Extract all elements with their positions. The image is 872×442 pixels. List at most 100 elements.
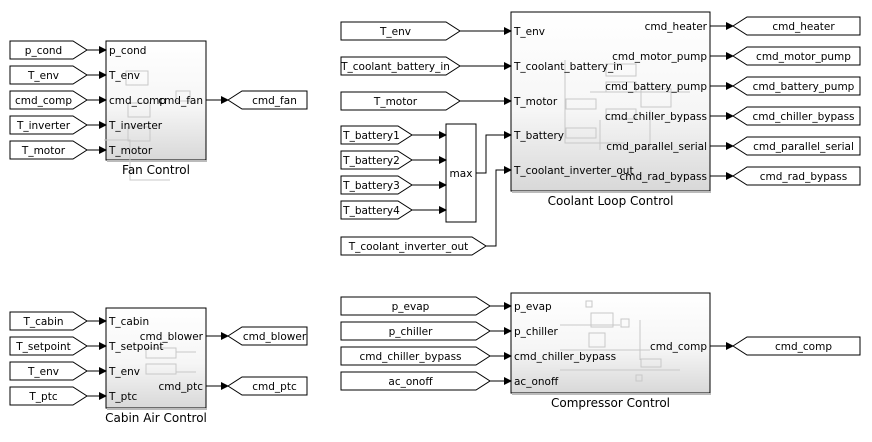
goto-tag-label: cmd_battery_pump xyxy=(753,81,855,93)
goto-tag-label: cmd_chiller_bypass xyxy=(752,111,854,123)
from-tag-label: p_cond xyxy=(25,45,62,57)
input-port-label: T_env xyxy=(513,26,545,38)
from-tag[interactable]: T_motor xyxy=(9,140,88,160)
goto-tag[interactable]: cmd_rad_bypass xyxy=(732,166,861,186)
input-port-label: T_coolant_battery_in xyxy=(513,61,623,73)
input-port-label: T_cabin xyxy=(108,316,149,328)
subsystem-block[interactable]: T_envT_coolant_battery_inT_motorT_batter… xyxy=(510,11,711,193)
from-tag[interactable]: p_chiller xyxy=(340,321,491,341)
goto-tag-label: cmd_comp xyxy=(775,341,832,353)
signal-line xyxy=(486,166,512,247)
goto-tag[interactable]: cmd_blower xyxy=(227,326,308,346)
input-port-label: T_motor xyxy=(513,96,558,108)
goto-tag-label: cmd_heater xyxy=(772,21,835,33)
block-name: Coolant Loop Control xyxy=(548,194,674,208)
from-tag[interactable]: cmd_comp xyxy=(9,90,88,110)
goto-tag-label: cmd_motor_pump xyxy=(756,51,851,63)
from-tag-label: ac_onoff xyxy=(388,376,433,388)
input-port-label: T_ptc xyxy=(108,391,137,403)
input-port-label: T_inverter xyxy=(108,120,163,132)
from-tag[interactable]: T_env xyxy=(340,21,461,41)
from-tag[interactable]: T_cabin xyxy=(9,311,88,331)
from-tag[interactable]: T_coolant_battery_in xyxy=(340,56,461,76)
input-port-label: p_evap xyxy=(514,301,552,313)
goto-tag[interactable]: cmd_parallel_serial xyxy=(732,136,861,156)
input-port-label: T_motor xyxy=(108,145,153,157)
from-tag-label: T_battery4 xyxy=(342,205,400,217)
from-tag[interactable]: T_battery3 xyxy=(340,175,413,195)
goto-tag[interactable]: cmd_fan xyxy=(227,90,308,110)
from-tag-label: cmd_comp xyxy=(15,95,72,107)
goto-tag[interactable]: cmd_heater xyxy=(732,16,861,36)
from-tag-label: T_motor xyxy=(21,145,66,157)
output-port-label: cmd_rad_bypass xyxy=(619,171,707,183)
from-tag-label: T_env xyxy=(27,70,59,82)
output-port-label: cmd_comp xyxy=(650,341,707,353)
output-port-label: cmd_fan xyxy=(158,95,203,107)
input-port-label: T_coolant_inverter_out xyxy=(513,165,634,177)
block-name: Cabin Air Control xyxy=(105,411,207,425)
subsystem-block[interactable]: p_evapp_chillercmd_chiller_bypassac_onof… xyxy=(510,292,711,395)
max-block[interactable]: max xyxy=(445,123,477,223)
goto-tag[interactable]: cmd_battery_pump xyxy=(732,76,861,96)
from-tag-label: p_evap xyxy=(392,301,430,313)
from-tag-label: T_env xyxy=(27,366,59,378)
output-port-label: cmd_ptc xyxy=(159,381,204,393)
input-port-label: ac_onoff xyxy=(514,376,559,388)
from-tag[interactable]: T_setpoint xyxy=(9,336,88,356)
from-tag-label: T_battery2 xyxy=(342,155,400,167)
goto-tag[interactable]: cmd_comp xyxy=(732,336,861,356)
from-tag-label: p_chiller xyxy=(389,326,434,338)
from-tag[interactable]: T_env xyxy=(9,65,88,85)
from-tag[interactable]: T_inverter xyxy=(9,115,88,135)
goto-tag-label: cmd_fan xyxy=(252,95,297,107)
subsystem-preview xyxy=(564,60,690,150)
from-tag[interactable]: T_env xyxy=(9,361,88,381)
input-port-label: T_battery xyxy=(513,130,564,142)
goto-tag[interactable]: cmd_ptc xyxy=(227,376,308,396)
from-tag-label: T_battery3 xyxy=(342,180,400,192)
input-port-label: cmd_comp xyxy=(109,95,166,107)
subsystem-preview xyxy=(104,70,191,181)
from-tag-label: T_inverter xyxy=(16,120,71,132)
output-port-label: cmd_parallel_serial xyxy=(606,141,707,153)
from-tag[interactable]: T_ptc xyxy=(9,386,88,406)
from-tag-label: T_battery1 xyxy=(342,130,400,142)
from-tag[interactable]: p_cond xyxy=(9,40,88,60)
output-port-label: cmd_chiller_bypass xyxy=(605,111,707,123)
goto-tag[interactable]: cmd_motor_pump xyxy=(732,46,861,66)
output-port-label: cmd_blower xyxy=(140,331,204,343)
from-tag-label: T_coolant_battery_in xyxy=(340,61,450,73)
from-tag-label: T_motor xyxy=(373,96,418,108)
subsystem-preview xyxy=(145,347,196,375)
input-port-label: T_env xyxy=(108,366,140,378)
from-tag[interactable]: T_battery1 xyxy=(340,125,413,145)
from-tag[interactable]: p_evap xyxy=(340,296,491,316)
block-name: Fan Control xyxy=(122,163,190,177)
from-tag[interactable]: T_motor xyxy=(340,91,461,111)
from-tag-label: T_coolant_inverter_out xyxy=(348,241,469,253)
from-tag[interactable]: T_battery2 xyxy=(340,150,413,170)
output-port-label: cmd_motor_pump xyxy=(612,51,707,63)
output-port-label: cmd_battery_pump xyxy=(605,81,707,93)
input-port-label: T_setpoint xyxy=(108,341,164,353)
from-tag[interactable]: T_coolant_inverter_out xyxy=(340,236,487,256)
from-tag-label: T_env xyxy=(379,26,411,38)
input-port-label: p_chiller xyxy=(514,326,559,338)
from-tag[interactable]: T_battery4 xyxy=(340,200,413,220)
from-tag[interactable]: cmd_chiller_bypass xyxy=(340,346,491,366)
from-tag[interactable]: ac_onoff xyxy=(340,371,491,391)
goto-tag-label: cmd_rad_bypass xyxy=(760,171,848,183)
subsystem-block[interactable]: p_condT_envcmd_compT_inverterT_motorcmd_… xyxy=(104,40,207,181)
goto-tag-label: cmd_parallel_serial xyxy=(753,141,854,153)
from-tag-label: T_ptc xyxy=(28,391,57,403)
goto-tag-label: cmd_blower xyxy=(243,331,307,343)
from-tag-label: T_setpoint xyxy=(15,341,71,353)
input-port-label: p_cond xyxy=(109,45,146,57)
goto-tag-label: cmd_ptc xyxy=(252,381,297,393)
from-tag-label: cmd_chiller_bypass xyxy=(359,351,461,363)
max-block-label: max xyxy=(450,168,473,180)
goto-tag[interactable]: cmd_chiller_bypass xyxy=(732,106,861,126)
